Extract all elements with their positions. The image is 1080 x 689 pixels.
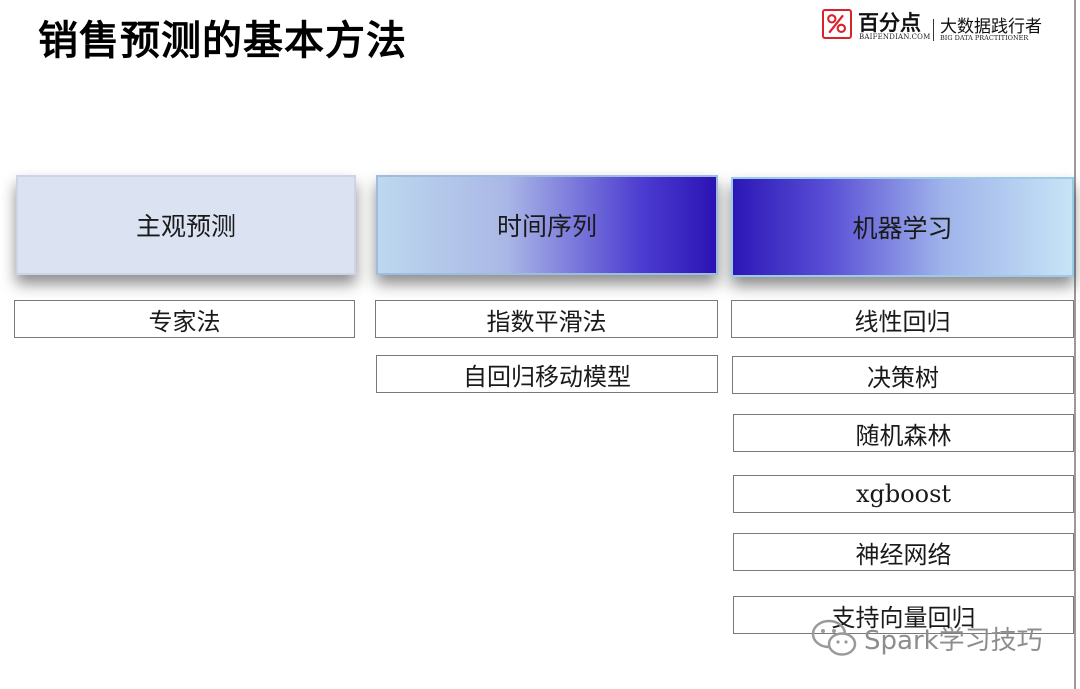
watermark: Spark学习技巧 — [810, 618, 1043, 658]
logo-name: 百分点 — [858, 11, 921, 35]
logo-slogan: 大数据践行者 — [940, 17, 1042, 37]
method-box: 指数平滑法 — [375, 300, 718, 338]
method-box: 神经网络 — [733, 533, 1074, 571]
logo-divider — [933, 19, 934, 41]
method-box: xgboost — [733, 475, 1074, 513]
category-header-machine-learning: 机器学习 — [731, 177, 1074, 277]
wechat-icon — [811, 619, 857, 656]
page-edge-line — [1074, 0, 1076, 689]
method-box: 专家法 — [14, 300, 355, 338]
category-header-subjective: 主观预测 — [16, 175, 356, 275]
method-box: 自回归移动模型 — [376, 355, 718, 393]
logo-slogan-en: BIG DATA PRACTITIONER — [940, 34, 1029, 42]
method-box: 支持向量回归 — [733, 596, 1074, 634]
method-box: 决策树 — [732, 356, 1074, 394]
method-box: 随机森林 — [733, 414, 1074, 452]
watermark-text: Spark学习技巧 — [864, 625, 1043, 656]
slide-title: 销售预测的基本方法 — [38, 18, 407, 64]
brand-logo: 百分点 BAIFENDIAN.COM 大数据践行者 BIG DATA PRACT… — [822, 9, 1042, 43]
percent-logo-icon — [822, 9, 852, 39]
method-box: 线性回归 — [731, 300, 1074, 338]
category-header-time-series: 时间序列 — [376, 175, 718, 275]
logo-domain: BAIFENDIAN.COM — [859, 33, 931, 41]
